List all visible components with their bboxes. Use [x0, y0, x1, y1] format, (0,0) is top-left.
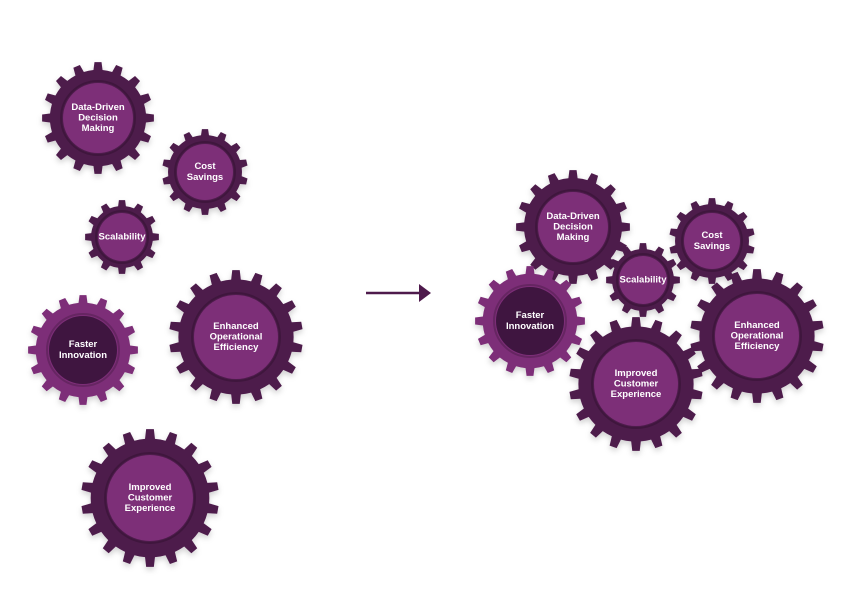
gear-label: Savings — [694, 241, 730, 252]
gear-inner-ring — [95, 210, 149, 264]
gear-inner-ring — [493, 284, 567, 358]
gear-inner-ring — [681, 210, 743, 272]
gear-inner-ring — [535, 189, 611, 265]
gear-inner-ring — [591, 339, 681, 429]
gear-label: Experience — [611, 389, 662, 400]
gear-hub — [177, 144, 233, 200]
gear-inner-ring — [60, 80, 136, 156]
gear-label: Faster — [516, 310, 545, 321]
gear-label: Scalability — [99, 232, 147, 243]
gear-hub — [194, 295, 278, 379]
gear-inner-ring — [46, 313, 120, 387]
gear-label: Improved — [129, 482, 172, 493]
gear-label: Decision — [553, 222, 593, 233]
scattered-gear-scalability: Scalability — [85, 200, 159, 274]
gear-label: Improved — [615, 368, 658, 379]
gear-inner-ring — [616, 253, 670, 307]
arrow-head-icon — [419, 284, 431, 302]
gear-label: Cost — [194, 161, 216, 172]
gear-label: Customer — [614, 379, 659, 390]
gear-hub — [107, 455, 193, 541]
transition-arrow — [366, 284, 431, 302]
gear-hub — [98, 213, 146, 261]
gear-hub — [594, 342, 678, 426]
gear-label: Enhanced — [734, 320, 780, 331]
gear-label: Efficiency — [214, 342, 260, 353]
gear-inner-ring — [104, 452, 196, 544]
gear-label: Enhanced — [213, 321, 259, 332]
gear-hub — [619, 256, 667, 304]
gear-label: Innovation — [506, 321, 554, 332]
gear-label: Data-Driven — [71, 102, 125, 113]
gear-hub — [538, 192, 608, 262]
gear-hub — [63, 83, 133, 153]
gear-inner-ring — [174, 141, 236, 203]
gear-label: Making — [82, 123, 115, 134]
gear-label: Cost — [701, 230, 723, 241]
gear-label: Customer — [128, 493, 173, 504]
gear-label: Experience — [125, 503, 176, 514]
gear-hub — [715, 294, 799, 378]
gear-label: Operational — [210, 332, 263, 343]
gear-label: Efficiency — [735, 341, 781, 352]
gear-label: Making — [557, 232, 590, 243]
gear-label: Operational — [731, 331, 784, 342]
gear-inner-ring — [191, 292, 281, 382]
gear-hub — [49, 316, 117, 384]
gear-inner-ring — [712, 291, 802, 381]
gear-hub — [496, 287, 564, 355]
gear-label: Faster — [69, 339, 98, 350]
gear-label: Data-Driven — [546, 211, 600, 222]
scattered-gears-group: Data-DrivenDecisionMakingCostSavingsScal… — [28, 62, 303, 567]
gear-label: Scalability — [620, 275, 668, 286]
gear-label: Savings — [187, 172, 223, 183]
gear-label: Decision — [78, 113, 118, 124]
meshed-gear-scalability: Scalability — [606, 243, 680, 317]
gear-label: Innovation — [59, 350, 107, 361]
gear-hub — [684, 213, 740, 269]
